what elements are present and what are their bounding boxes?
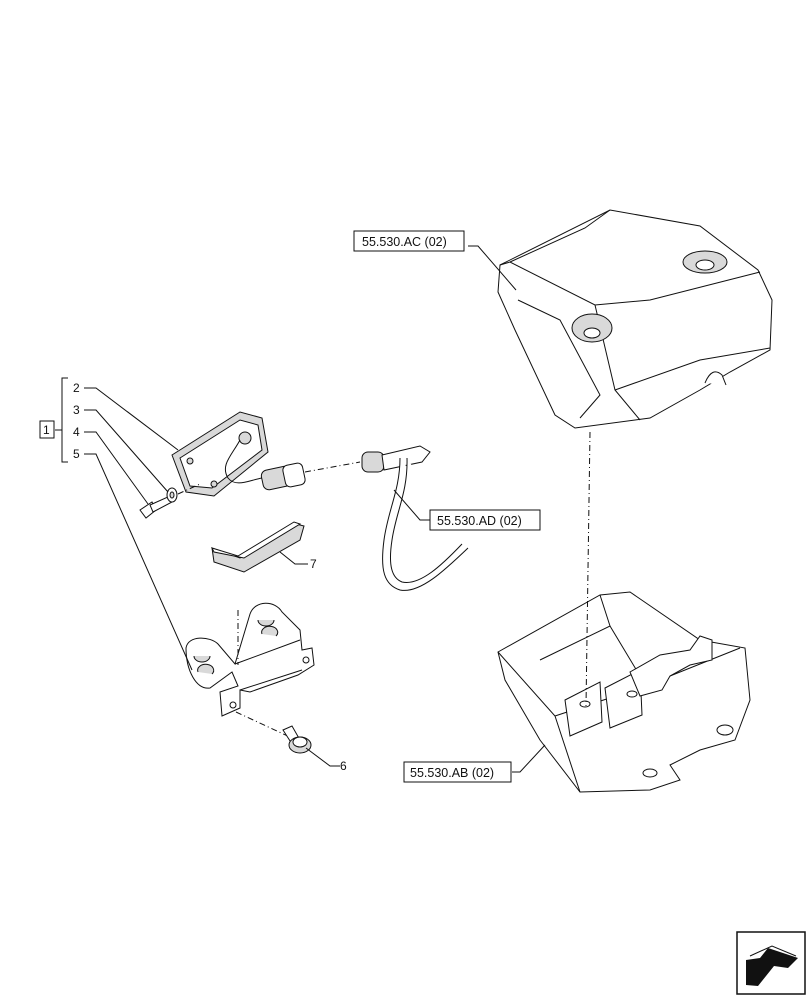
lower-bracket	[497, 591, 751, 793]
leader-lines	[55, 245, 546, 773]
ref-link-ad[interactable]: 55.530.AD (02)	[437, 514, 522, 528]
flange-bolt	[282, 725, 312, 754]
callout-item-5: 5	[73, 447, 80, 461]
ref-box-ab[interactable]	[403, 761, 512, 783]
callout-item-7: 7	[310, 557, 317, 571]
ref-box-ac[interactable]	[353, 230, 465, 252]
group-callout-box	[39, 420, 55, 439]
connector-axis-line	[304, 461, 361, 473]
ref-link-ab[interactable]: 55.530.AB (02)	[410, 766, 494, 780]
cable-harness	[361, 445, 469, 591]
next-page-arrow-icon[interactable]	[736, 931, 806, 995]
callout-item-3: 3	[73, 403, 80, 417]
gasket-strip	[211, 521, 305, 573]
callout-item-2: 2	[73, 381, 80, 395]
lamp-screw	[139, 487, 178, 519]
ref-link-ac[interactable]: 55.530.AC (02)	[362, 235, 447, 249]
callout-item-4: 4	[73, 425, 80, 439]
upper-cover	[497, 209, 773, 429]
bolt-axis-line	[235, 711, 293, 739]
screw-axis-line	[177, 483, 201, 495]
lamp-assembly	[171, 411, 306, 497]
ref-box-ad[interactable]	[429, 509, 541, 531]
mounting-bracket	[185, 602, 315, 717]
callout-item-6: 6	[340, 759, 347, 773]
callout-group: 1	[43, 423, 50, 437]
